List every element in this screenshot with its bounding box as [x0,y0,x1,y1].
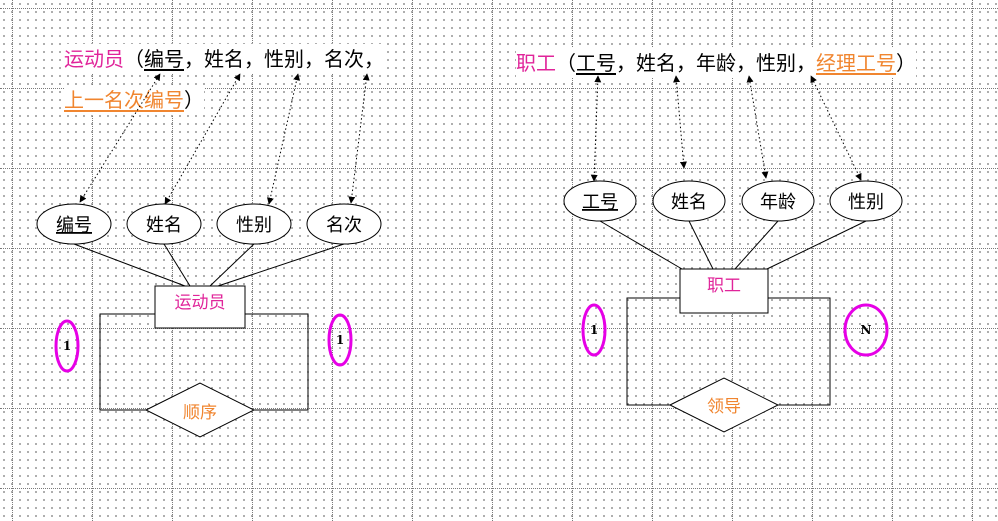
right-attribute-gender-label: 性别 [848,192,884,213]
left-cardinality-right: 1 [327,313,353,367]
left-entity-label: 运动员 [175,293,226,313]
grid-line [0,168,998,169]
left-arrow-rank [348,73,370,204]
right-attribute-pk: 工号 [563,180,637,222]
right-attribute-gender: 性别 [829,180,903,222]
right-cardinality-right-label: N [861,323,872,337]
left-cardinality-left: 1 [54,319,80,373]
right-schema-open: （ [556,51,576,75]
grid-line [892,0,893,521]
right-schema-sep4: ， [796,51,816,75]
left-attr-link [73,243,186,287]
left-entity: 运动员 [154,285,246,329]
left-attribute-name: 姓名 [126,203,202,245]
left-schema-attr-3: 名次 [324,47,364,71]
left-arrow-pk [79,73,161,203]
left-attribute-gender: 性别 [216,203,292,245]
left-schema-sep1: ， [184,47,204,71]
left-relationship-loop-right [245,313,309,411]
right-relationship-label: 领导 [707,397,741,417]
left-relationship-loop-left [99,313,155,411]
grid-line [332,0,333,521]
left-arrow-gender [266,73,301,205]
right-cardinality-right: N [843,303,889,357]
left-attribute-gender-label: 性别 [236,215,272,236]
grid-line [172,0,173,521]
grid-line [0,88,998,89]
grid-line [0,488,998,489]
left-attr-link [163,243,191,287]
left-attribute-pk: 编号 [36,203,112,245]
right-entity-label: 职工 [707,276,741,296]
right-relationship-loop-left [626,297,680,406]
grid-line [0,328,998,329]
right-attr-link [766,220,867,270]
left-schema-pk: 编号 [144,47,184,71]
right-attr-link [734,220,779,270]
right-schema-attr-3: 性别 [756,51,796,75]
left-attribute-pk-label: 编号 [56,215,92,236]
grid-line [0,248,998,249]
right-attr-link [599,220,683,270]
right-attr-link [688,220,714,270]
left-schema-sep2: ， [244,47,264,71]
right-schema-sep1: ， [616,51,636,75]
left-attribute-rank: 名次 [306,203,382,245]
right-attribute-age: 年龄 [741,180,815,222]
right-attribute-pk-label: 工号 [582,192,618,213]
grid-line [652,0,653,521]
right-cardinality-left: 1 [581,303,607,357]
right-schema-sep3: ， [736,51,756,75]
left-relationship: 顺序 [144,382,256,438]
left-attr-link [209,243,255,287]
grid-line [572,0,573,521]
right-relationship: 领导 [668,377,780,433]
right-attribute-age-label: 年龄 [760,192,796,213]
right-arrow-age [746,75,769,179]
right-schema-line: 职工（工号，姓名，年龄，性别，经理工号） [516,48,916,78]
right-arrow-gender [810,75,862,181]
right-entity: 职工 [679,268,769,314]
grid-line [972,0,973,521]
grid-line [812,0,813,521]
right-cardinality-left-label: 1 [590,323,598,337]
left-schema-attr-1: 姓名 [204,47,244,71]
right-arrow-name [673,75,687,169]
left-schema-sep3: ， [304,47,324,71]
left-schema-sep4: ， [364,47,384,71]
right-schema-pk: 工号 [576,51,616,75]
right-schema-close: ） [896,51,916,75]
right-schema-fk: 经理工号 [816,51,896,75]
right-schema-entity: 职工 [516,51,556,75]
grid-line [732,0,733,521]
grid-line [492,0,493,521]
right-attribute-name-label: 姓名 [671,192,707,213]
left-relationship-label: 顺序 [183,403,217,423]
right-relationship-loop-right [768,297,831,406]
left-attribute-rank-label: 名次 [326,215,362,236]
left-arrow-name [164,73,241,205]
grid-line [412,0,413,521]
left-schema-line1: 运动员（编号，姓名，性别，名次， [64,44,384,74]
right-arrow-pk [590,75,602,182]
grid-line [0,408,998,409]
grid-line [12,0,13,521]
right-schema-attr-1: 姓名 [636,51,676,75]
grid-line [252,0,253,521]
left-cardinality-right-label: 1 [336,333,344,347]
right-schema-attr-2: 年龄 [696,51,736,75]
left-schema-open: （ [124,47,144,71]
left-schema-entity: 运动员 [64,47,124,71]
right-schema-sep2: ， [676,51,696,75]
left-schema-attr-2: 性别 [264,47,304,71]
right-attribute-name: 姓名 [652,180,726,222]
left-attr-link [217,243,345,287]
grid-line [92,0,93,521]
left-cardinality-left-label: 1 [63,339,71,353]
left-attribute-name-label: 姓名 [146,215,182,236]
grid-line [0,8,998,9]
